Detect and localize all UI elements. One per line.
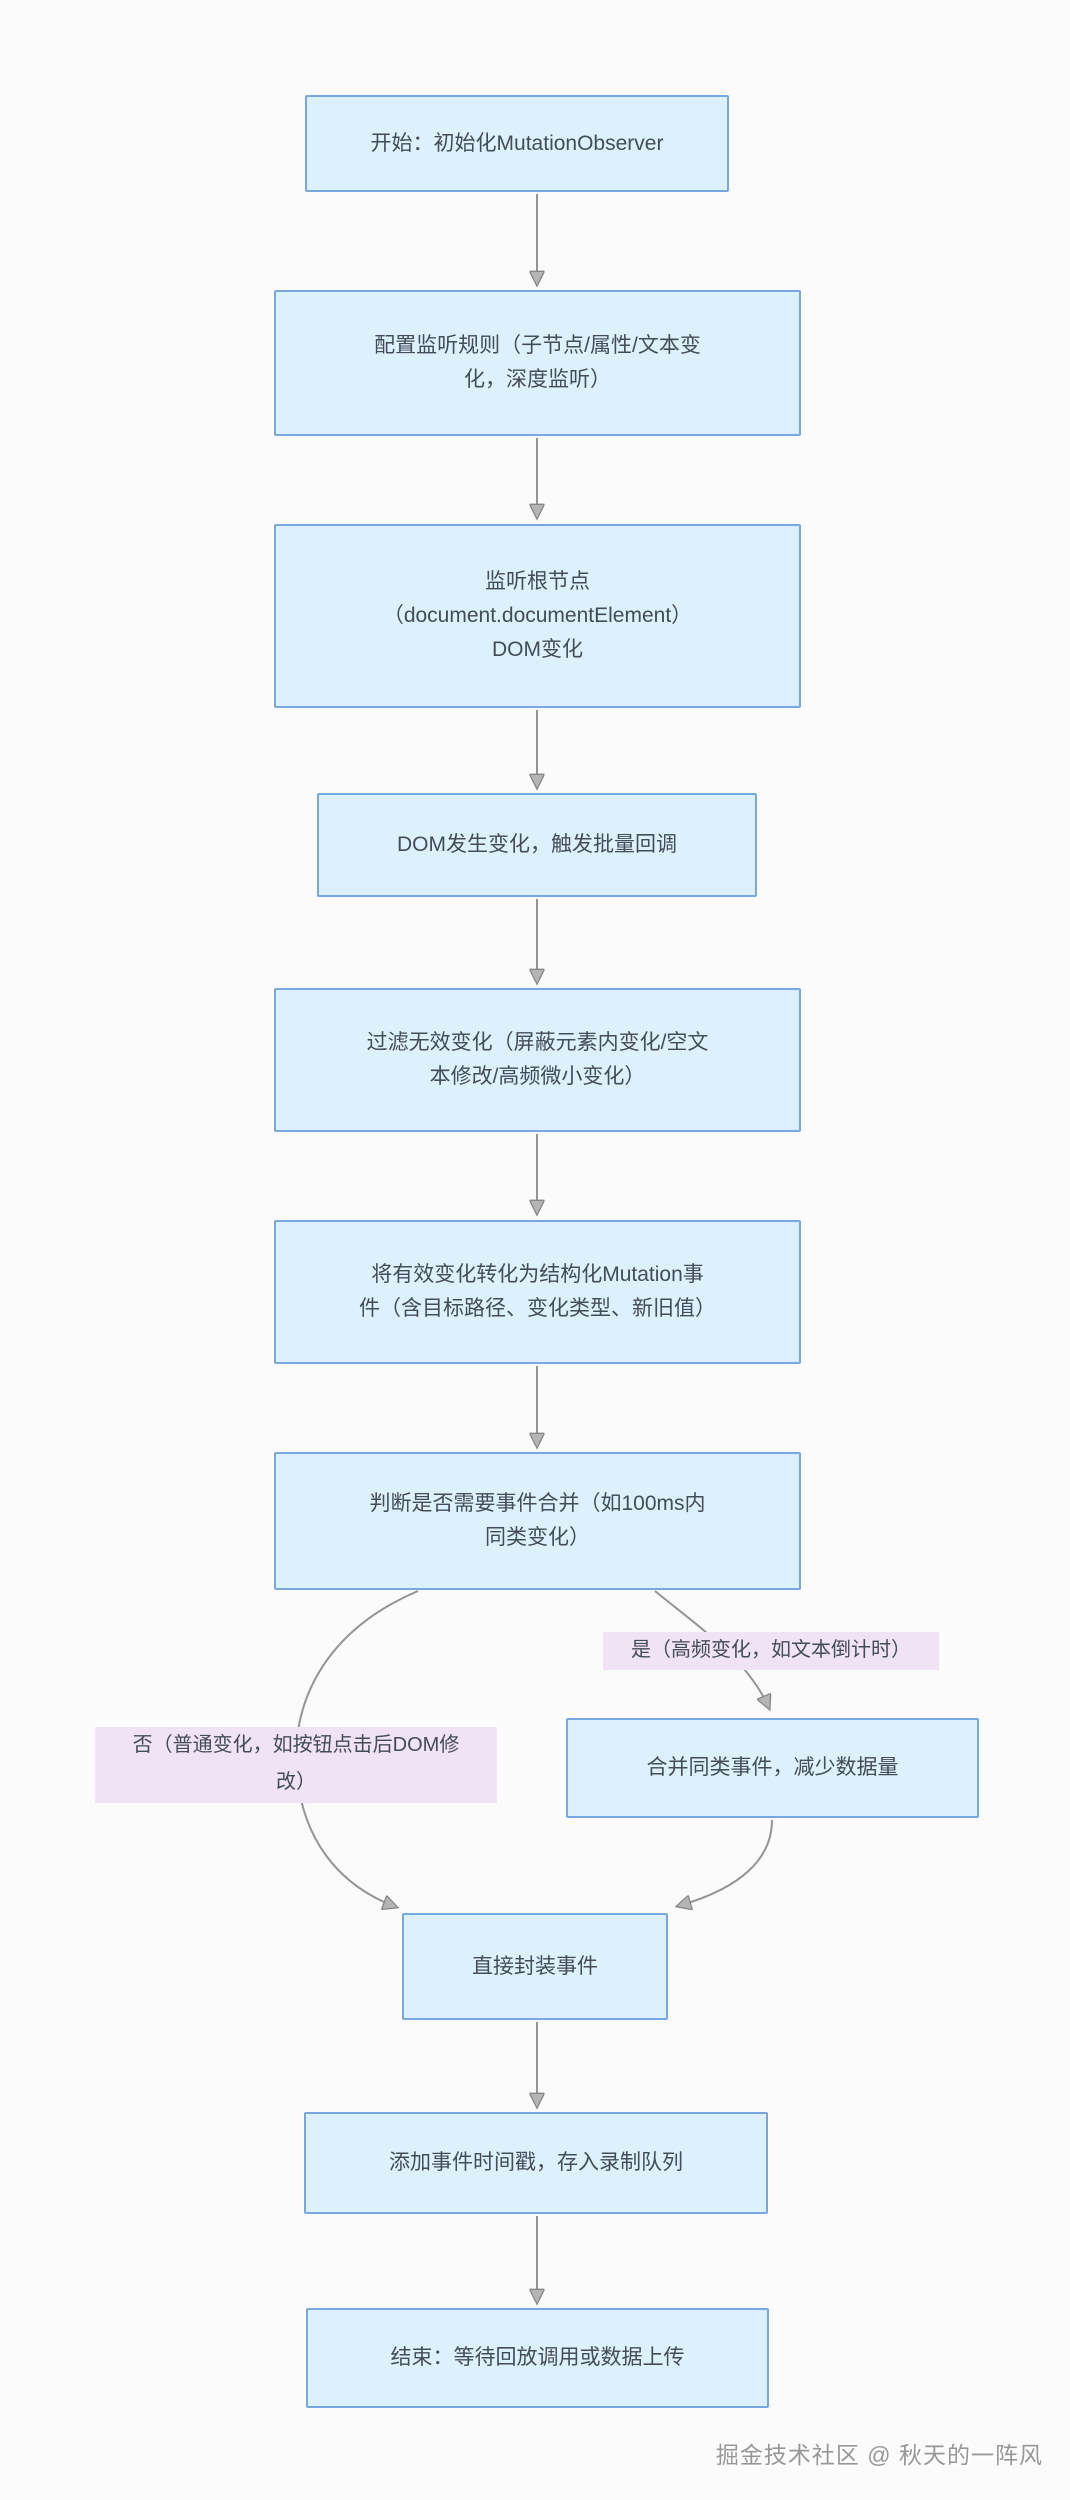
flow-node-filter-invalid: 过滤无效变化（屏蔽元素内变化/空文 本修改/高频微小变化） — [274, 988, 801, 1132]
edge-label-no: 否（普通变化，如按钮点击后DOM修 改） — [95, 1727, 497, 1803]
flow-node-end: 结束：等待回放调用或数据上传 — [306, 2308, 769, 2408]
edge-merge-wrap — [678, 1819, 773, 1906]
flow-node-transform-mutation: 将有效变化转化为结构化Mutation事 件（含目标路径、变化类型、新旧值） — [274, 1220, 801, 1364]
edge-label-yes: 是（高频变化，如文本倒计时） — [603, 1632, 939, 1670]
watermark-text: 掘金技术社区 @ 秋天的一阵风 — [715, 2442, 1043, 2468]
flow-node-decide-merge: 判断是否需要事件合并（如100ms内 同类变化） — [274, 1452, 801, 1590]
flow-node-enqueue: 添加事件时间戳，存入录制队列 — [304, 2112, 768, 2214]
flow-node-start: 开始：初始化MutationObserver — [305, 95, 729, 192]
flow-node-wrap-event: 直接封装事件 — [402, 1913, 668, 2020]
flow-node-merge-events: 合并同类事件，减少数据量 — [566, 1718, 979, 1818]
flow-node-observe-root: 监听根节点 （document.documentElement） DOM变化 — [274, 524, 801, 708]
flow-node-dom-change: DOM发生变化，触发批量回调 — [317, 793, 757, 897]
flow-node-configure-rules: 配置监听规则（子节点/属性/文本变 化，深度监听） — [274, 290, 801, 436]
